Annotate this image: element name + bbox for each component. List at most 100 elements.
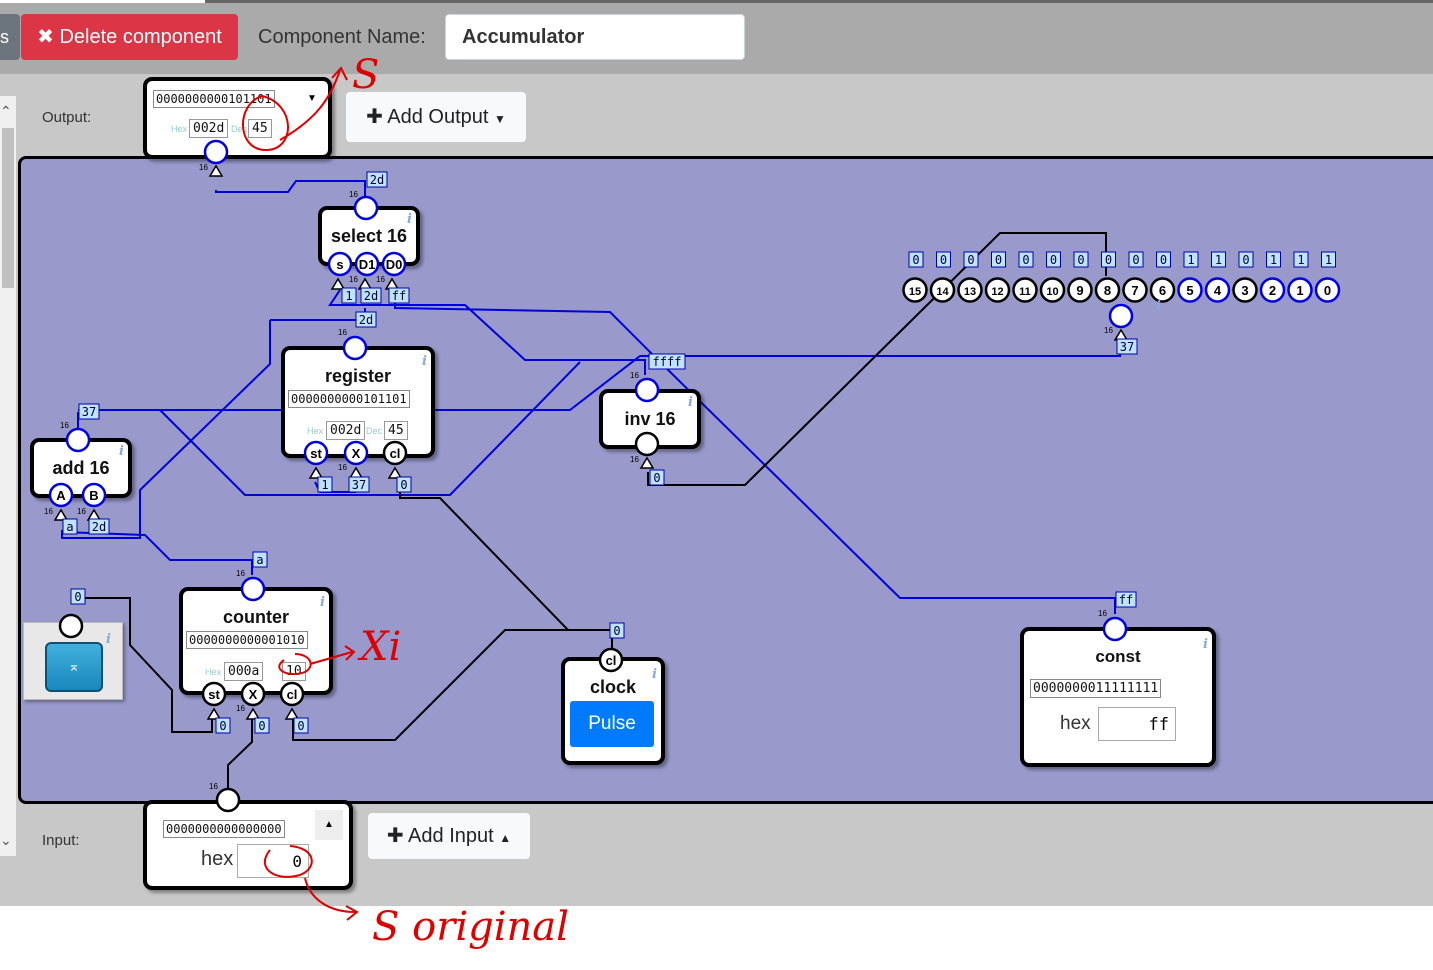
register-out-pin[interactable] [342,335,368,361]
register-pin-x[interactable] [343,440,369,466]
info-icon[interactable]: i [119,444,124,459]
clock-pin-cl-label: cl [606,653,617,668]
splitter-bit-pin-3[interactable] [1232,277,1258,303]
register-st-arrow [308,466,324,479]
splitter-bit-pin-0[interactable] [1314,277,1341,303]
counter-out-value-text: a [256,553,263,567]
splitter-bit-pin-12[interactable] [984,277,1011,303]
counter-st-value-text: 0 [219,719,226,733]
info-icon[interactable]: i [422,354,427,369]
add-output-button[interactable]: ✚ Add Output ▼ [346,92,526,142]
add-out-pin[interactable] [65,427,91,453]
splitter-bit-pin-7[interactable] [1122,277,1148,303]
scrollbar-thumb[interactable] [2,128,14,288]
wire-select-output[interactable] [215,180,366,196]
wire-clock-to-counter-cl[interactable] [292,629,568,741]
wire-key-to-counter-st[interactable] [78,597,213,733]
counter-out-pin[interactable] [240,576,266,602]
splitter-bit-pin-11[interactable] [1012,277,1038,303]
add-b-value-text: 2d [92,520,106,534]
add-out-value-text: 37 [82,405,96,419]
info-icon[interactable]: i [407,212,412,227]
splitter-bit-value-7-text: 0 [1132,253,1139,267]
counter-x-value-text: 0 [258,719,265,733]
splitter-bit-pin-15[interactable] [902,277,928,303]
splitter-bit-pin-8[interactable] [1094,277,1121,303]
info-icon[interactable]: i [1203,637,1208,652]
dropdown-caret-icon[interactable]: ▼ [307,93,317,104]
select-d0-value-text: ff [392,289,406,303]
info-icon[interactable]: i [652,667,657,682]
splitter-bit-label-5: 5 [1186,283,1193,298]
select-pin-s-label: s [336,257,343,272]
input-hex-field[interactable]: 0 [237,844,309,878]
counter-pin-x[interactable] [240,681,266,707]
delete-component-button[interactable]: ✖ Delete component [21,14,238,60]
input-pin[interactable] [215,787,241,813]
wire-add-to-register-x[interactable] [159,361,581,496]
splitter-bit-pin-1[interactable] [1287,277,1313,303]
inv-out-pin[interactable] [634,377,660,403]
wire-input-to-counter-x[interactable] [227,718,253,790]
splitter-bit-pin-4[interactable] [1204,277,1231,303]
inv-in-pin[interactable] [634,431,660,457]
splitter-bit-pin-9[interactable] [1067,277,1093,303]
select-pin-d1[interactable] [354,251,380,277]
register-pin-st[interactable] [303,440,329,466]
wire-register-to-add-b[interactable] [61,320,271,539]
add-b-width: 16 [77,507,86,516]
annotation-arrow-s-top [279,66,348,141]
splitter-bit-pin-10[interactable] [1039,277,1066,303]
wire-select-s-inv[interactable] [328,289,646,375]
const-component[interactable]: const i 0000000011111111 hex ff [1020,627,1216,767]
scroll-down-icon[interactable]: ⌄ [0,832,12,848]
add-pin-b[interactable] [81,482,107,508]
counter-hex[interactable]: 000a [224,662,264,681]
splitter-bit-label-9: 9 [1076,283,1083,298]
splitter-bit-pin-2[interactable] [1259,277,1286,303]
add-input-button[interactable]: ✚ Add Input ▲ [368,813,530,859]
register-pin-cl[interactable] [382,440,408,466]
splitter-bit-pin-13[interactable] [957,277,983,303]
counter-pin-cl[interactable] [279,681,305,707]
key-out-pin[interactable] [58,613,84,639]
splitter-bit-value-10-text: 0 [1050,253,1057,267]
output-hex[interactable]: 002d [189,119,229,138]
info-icon[interactable]: i [106,632,111,647]
output-dec[interactable]: 45 [248,119,272,138]
splitter-bit-pin-5[interactable] [1177,277,1203,303]
select-out-pin[interactable] [353,195,379,221]
wire-counter-to-add-a[interactable] [61,531,253,575]
const-hex-field[interactable]: ff [1098,707,1176,741]
register-dec[interactable]: 45 [384,421,408,440]
splitter-bit-pin-6[interactable] [1149,277,1176,303]
wire-inv-to-splitter[interactable] [647,232,1107,486]
output-pin[interactable] [203,139,229,165]
register-hex[interactable]: 002d [326,421,366,440]
counter-pin-st[interactable] [201,681,227,707]
scroll-up-icon[interactable]: ⌃ [0,103,12,119]
add-pin-b-label: B [89,488,98,503]
info-icon[interactable]: i [688,395,693,410]
select-pin-s[interactable] [327,251,353,277]
clock-title: clock [589,677,637,697]
component-name-input[interactable]: Accumulator [445,14,745,60]
left-tab-button[interactable]: s [0,14,20,60]
counter-st-arrow [206,707,222,720]
splitter-in-value [1116,338,1138,355]
inv-in-width: 16 [630,455,639,464]
dropdown-caret-up-icon[interactable]: ▲ [315,810,343,840]
splitter-bit-pin-14[interactable] [929,277,956,303]
splitter-in-value-text: 37 [1120,340,1134,354]
register-component[interactable]: register i 0000000000101101 Hex 002d Dec… [281,346,435,458]
pulse-button[interactable]: Pulse [570,701,654,747]
add-pin-a[interactable] [48,482,74,508]
key-button[interactable]: ⌅ [45,642,103,692]
info-icon[interactable]: i [320,595,325,610]
counter-dec[interactable]: 10 [282,662,306,681]
const-out-pin[interactable] [1102,616,1128,642]
info-icon[interactable]: i [1156,299,1161,314]
select-pin-d0[interactable] [381,251,407,277]
clock-pin-cl[interactable] [598,647,624,673]
splitter-in-pin[interactable] [1108,303,1134,329]
